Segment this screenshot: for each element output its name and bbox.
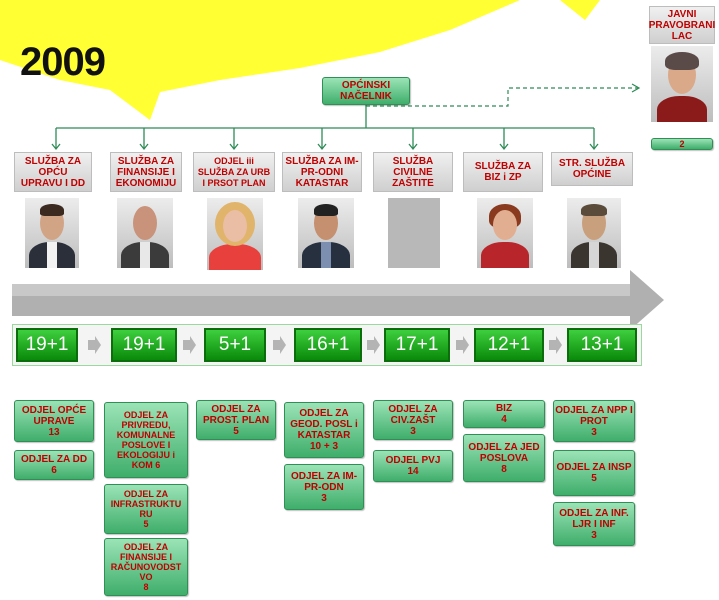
dept-count-5: 17+1 <box>384 328 450 362</box>
dept-header-2: SLUŽBA ZA FINANSIJE I EKONOMIJU <box>110 152 182 192</box>
dept-count-label: 17+1 <box>395 334 439 355</box>
subunit-box: ODJEL ZA INFRASTRUKTU RU 5 <box>104 484 188 534</box>
dept-header-5: SLUŽBA CIVILNE ZAŠTITE <box>373 152 453 192</box>
dept-header-7: STR. SLUŽBA OPĆINE <box>551 152 633 186</box>
subunit-count: 6 <box>51 465 57 476</box>
subunit-name: ODJEL ZA GEOD. POSL i KATASTAR <box>290 408 358 441</box>
pravobranilac-photo <box>651 46 713 122</box>
dept-photo-4 <box>298 198 354 268</box>
dept-photo-6 <box>477 198 533 268</box>
subunit-count: 3 <box>410 425 416 437</box>
chevron-right-icon <box>183 336 196 354</box>
dept-photo-1 <box>25 198 79 268</box>
dept-count-label: 13+1 <box>580 334 624 355</box>
subunit-count: 5 <box>143 519 149 529</box>
dept-count-label: 19+1 <box>122 334 166 355</box>
subunit-count: 8 <box>143 582 149 592</box>
subunit-box: ODJEL ZA CIV.ZAŠT 3 <box>373 400 453 440</box>
dept-header-3: ODJEL iii SLUŽBA ZA URB I PRSOT PLAN <box>193 152 275 192</box>
dept-count-1: 19+1 <box>16 328 78 362</box>
subunit-name: ODJEL ZA JED POSLOVA <box>468 441 540 464</box>
dept-count-label: 16+1 <box>306 334 350 355</box>
dept-photo-7 <box>567 198 621 268</box>
dept-title: SLUŽBA CIVILNE ZAŠTITE <box>392 155 434 189</box>
dept-header-1: SLUŽBA ZA OPĆU UPRAVU I DD <box>14 152 92 192</box>
subunit-name: ODJEL ZA INF. LJR I INF <box>559 507 629 530</box>
subunit-box: ODJEL ZA INF. LJR I INF 3 <box>553 502 635 546</box>
dept-count-2: 19+1 <box>111 328 177 362</box>
subunit-count: 5 <box>233 425 239 437</box>
dept-title: SLUŽBA ZA BIZ i ZP <box>474 161 532 183</box>
chevron-right-icon <box>549 336 562 354</box>
pravobranilac-count: 2 <box>679 138 685 149</box>
subunit-box: ODJEL ZA JED POSLOVA 8 <box>463 434 545 482</box>
subunit-box: BIZ 4 <box>463 400 545 428</box>
pravobranilac-title: JAVNI PRAVOBRANI LAC <box>648 8 716 42</box>
subunit-box: ODJEL ZA IM-PR-ODN 3 <box>284 464 364 510</box>
subunit-count: 3 <box>591 529 597 541</box>
pravobranilac-count-box: 2 <box>651 138 713 150</box>
dept-photo-3 <box>207 198 263 270</box>
subunit-name: ODJEL ZA INSP <box>556 462 632 473</box>
dept-count-label: 19+1 <box>25 334 69 355</box>
subunit-name: ODJEL OPĆE UPRAVE <box>21 404 87 427</box>
dept-title: ODJEL iii SLUŽBA ZA URB I PRSOT PLAN <box>197 155 271 188</box>
subunit-count: 8 <box>501 463 507 475</box>
dept-count-4: 16+1 <box>294 328 362 362</box>
dept-count-label: 5+1 <box>218 334 252 355</box>
subunit-box: ODJEL ZA NPP I PROT 3 <box>553 400 635 442</box>
subunit-count: 14 <box>407 466 419 477</box>
subunit-name: ODJEL ZA NPP I PROT <box>555 404 633 427</box>
chevron-right-icon <box>367 336 380 354</box>
pravobranilac-header: JAVNI PRAVOBRANI LAC <box>649 6 715 44</box>
dept-photo-2 <box>117 198 173 268</box>
subunit-count: 3 <box>591 426 597 438</box>
subunit-box: ODJEL ZA PROST. PLAN 5 <box>196 400 276 440</box>
subunit-name: ODJEL ZA IM-PR-ODN <box>290 470 358 493</box>
subunit-name: ODJEL ZA PRIVREDU, KOMUNALNE POSLOVE I E… <box>116 410 176 460</box>
subunit-box: ODJEL ZA DD 6 <box>14 450 94 480</box>
nacelnik-box: OPĆINSKI NAČELNIK <box>322 77 410 105</box>
subunit-count: 13 <box>48 426 60 438</box>
subunit-name: ODJEL ZA PROST. PLAN <box>202 403 270 426</box>
year-label: 2009 <box>20 40 106 84</box>
subunit-name: ODJEL ZA FINANSIJE I RAČUNOVODST VO <box>110 542 182 582</box>
chevron-right-icon <box>273 336 286 354</box>
dept-header-6: SLUŽBA ZA BIZ i ZP <box>463 152 543 192</box>
chevron-right-icon <box>456 336 469 354</box>
subunit-box: ODJEL ZA INSP 5 <box>553 450 635 496</box>
dept-title: SLUŽBA ZA FINANSIJE I EKONOMIJU <box>115 155 177 189</box>
subunit-count: 10 + 3 <box>309 441 339 452</box>
subunit-name: ODJEL ZA DD <box>20 454 88 465</box>
nacelnik-label: OPĆINSKI NAČELNIK <box>340 80 392 102</box>
subunit-box: ODJEL OPĆE UPRAVE 13 <box>14 400 94 442</box>
subunit-box: ODJEL ZA FINANSIJE I RAČUNOVODST VO 8 <box>104 538 188 596</box>
subunit-count: 3 <box>321 492 327 504</box>
dept-count-7: 13+1 <box>567 328 637 362</box>
chevron-right-icon <box>88 336 101 354</box>
dept-header-4: SLUŽBA ZA IM-PR-ODNI KATASTAR <box>282 152 362 192</box>
subunit-box: ODJEL ZA GEOD. POSL i KATASTAR 10 + 3 <box>284 402 364 458</box>
dept-count-3: 5+1 <box>204 328 266 362</box>
dept-title: STR. SLUŽBA OPĆINE <box>558 158 626 180</box>
dept-title: SLUŽBA ZA OPĆU UPRAVU I DD <box>20 155 86 189</box>
dept-title: SLUŽBA ZA IM-PR-ODNI KATASTAR <box>285 155 359 189</box>
subunit-count: 5 <box>591 473 597 484</box>
subunit-name: ODJEL ZA INFRASTRUKTU RU <box>110 489 182 519</box>
subunit-name: ODJEL ZA CIV.ZAŠT <box>388 403 438 426</box>
subunit-name: ODJEL PVJ <box>385 455 441 466</box>
subunit-count: 4 <box>501 414 507 425</box>
subunit-name: BIZ <box>495 403 513 414</box>
subunit-count: KOM 6 <box>131 460 161 470</box>
subunit-box: ODJEL PVJ 14 <box>373 450 453 482</box>
dept-count-6: 12+1 <box>474 328 544 362</box>
dept-photo-5-placeholder <box>388 198 440 268</box>
dept-count-label: 12+1 <box>487 334 531 355</box>
subunit-box: ODJEL ZA PRIVREDU, KOMUNALNE POSLOVE I E… <box>104 402 188 478</box>
